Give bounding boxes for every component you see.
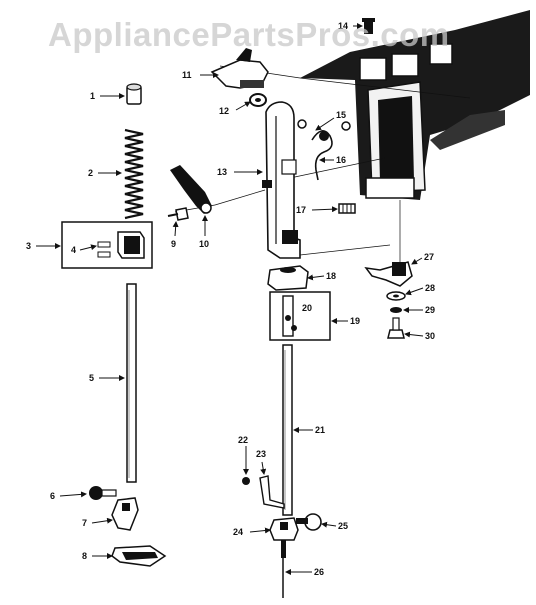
part-bracket bbox=[210, 48, 269, 89]
callout-15: 15 bbox=[336, 110, 346, 120]
callout-4: 4 bbox=[71, 245, 76, 255]
callout-28: 28 bbox=[425, 283, 435, 293]
part-lifter-lever bbox=[167, 165, 212, 221]
callout-12: 12 bbox=[219, 106, 229, 116]
callout-30: 30 bbox=[425, 331, 435, 341]
callout-26: 26 bbox=[314, 567, 324, 577]
part-stop-washers bbox=[386, 291, 406, 339]
part-thread-guide bbox=[242, 475, 285, 509]
callout-7: 7 bbox=[82, 518, 87, 528]
machine-housing bbox=[299, 10, 530, 200]
part-presser-bar bbox=[126, 283, 137, 483]
part-set-screw bbox=[338, 203, 356, 214]
callout-21: 21 bbox=[315, 425, 325, 435]
part-cap bbox=[126, 83, 142, 105]
part-spring bbox=[124, 128, 144, 220]
callout-22: 22 bbox=[238, 435, 248, 445]
callout-10: 10 bbox=[199, 239, 209, 249]
part-needle bbox=[281, 540, 286, 598]
callout-labels: 1 2 3 4 5 6 7 8 9 10 11 12 13 14 15 16 1… bbox=[26, 21, 435, 577]
part-thumb-screw bbox=[89, 486, 117, 500]
callout-16: 16 bbox=[336, 155, 346, 165]
callout-8: 8 bbox=[82, 551, 87, 561]
part-presser-foot-shank bbox=[111, 497, 139, 531]
part-stop-bracket bbox=[364, 261, 413, 287]
callout-13: 13 bbox=[217, 167, 227, 177]
callout-5: 5 bbox=[89, 373, 94, 383]
part-needle-clamp bbox=[269, 513, 322, 541]
part-connector bbox=[267, 265, 309, 291]
callout-2: 2 bbox=[88, 168, 93, 178]
callout-19: 19 bbox=[350, 316, 360, 326]
callout-23: 23 bbox=[256, 449, 266, 459]
part-needle-bar-bushing bbox=[269, 291, 331, 341]
part-presser-foot bbox=[111, 545, 167, 567]
callout-3: 3 bbox=[26, 241, 31, 251]
part-screw-top bbox=[362, 18, 375, 34]
callout-18: 18 bbox=[326, 271, 336, 281]
callout-6: 6 bbox=[50, 491, 55, 501]
part-check-spring bbox=[297, 119, 351, 181]
part-needle-bar bbox=[282, 344, 293, 516]
part-needle-bar-link bbox=[262, 101, 301, 259]
callout-24: 24 bbox=[233, 527, 243, 537]
callout-14: 14 bbox=[338, 21, 348, 31]
callout-25: 25 bbox=[338, 521, 348, 531]
part-presser-bar-guide bbox=[61, 221, 153, 269]
callout-29: 29 bbox=[425, 305, 435, 315]
callout-17: 17 bbox=[296, 205, 306, 215]
callout-11: 11 bbox=[182, 70, 192, 80]
callout-27: 27 bbox=[424, 252, 434, 262]
callout-1: 1 bbox=[90, 91, 95, 101]
callout-arrows bbox=[36, 23, 424, 575]
callout-9: 9 bbox=[171, 239, 176, 249]
part-washer bbox=[249, 93, 267, 107]
callout-20: 20 bbox=[302, 303, 312, 313]
